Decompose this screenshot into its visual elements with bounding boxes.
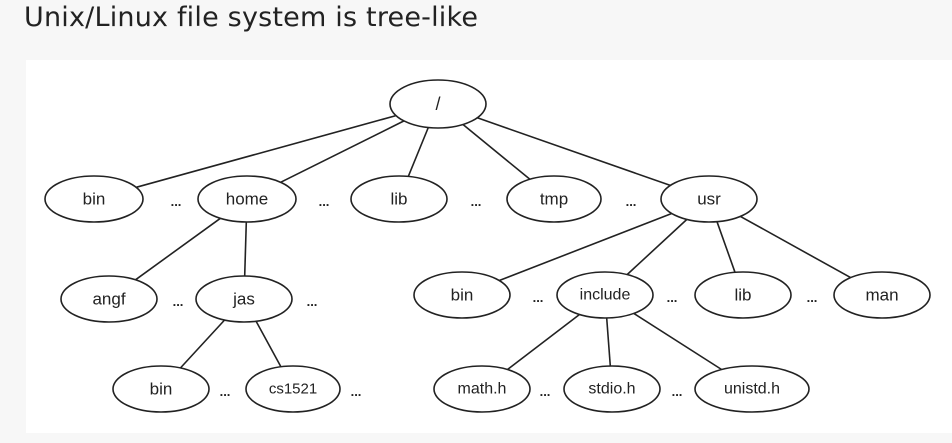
tree-node-ellipse	[506, 175, 602, 223]
tree-edge-usr-include	[626, 218, 688, 276]
tree-node-label: home	[226, 190, 269, 209]
tree-node-ellipse	[433, 365, 531, 413]
ellipsis-separator: ...	[319, 194, 330, 209]
tree-node-label: tmp	[540, 190, 568, 209]
tree-node-label: usr	[697, 190, 721, 209]
tree-node-ellipse	[413, 271, 511, 319]
tree-node-label: cs1521	[269, 381, 317, 398]
tree-edge-usr-usr_bin	[499, 212, 672, 282]
tree-node-label: bin	[451, 286, 474, 305]
tree-node-ellipse	[245, 365, 341, 413]
tree-node-label: bin	[83, 190, 106, 209]
tree-node-ellipse	[44, 175, 144, 223]
tree-node-cs1521: cs1521	[245, 365, 341, 413]
tree-node-label: bin	[150, 380, 173, 399]
ellipsis-layer: .......................................	[171, 194, 818, 399]
tree-edge-jas-cs1521	[255, 320, 282, 368]
tree-edge-root-lib	[407, 127, 430, 177]
ellipsis-separator: ...	[807, 290, 818, 305]
tree-edge-home-jas	[243, 221, 248, 277]
ellipsis-separator: ...	[171, 194, 182, 209]
tree-node-ellipse	[195, 275, 293, 323]
tree-edge-usr-usr_lib	[716, 221, 736, 273]
ellipsis-separator: ...	[220, 384, 231, 399]
tree-node-math-h: math.h	[433, 365, 531, 413]
tree-node-label: man	[865, 286, 898, 305]
tree-node-ellipse	[350, 175, 448, 223]
ellipsis-separator: ...	[533, 290, 544, 305]
tree-node-usr-lib: lib	[694, 271, 792, 319]
tree-edge-include-unistd_h	[633, 312, 723, 371]
tree-node-man: man	[833, 271, 931, 319]
tree-node-tmp: tmp	[506, 175, 602, 223]
tree-node-bin: bin	[44, 175, 144, 223]
tree-node-label: stdio.h	[588, 381, 635, 398]
tree-node-ellipse	[660, 175, 758, 223]
tree-node-ellipse	[389, 79, 487, 129]
diagram-panel: / bin home lib tmp usr angf jas bin cs1521 bin incl…	[26, 60, 952, 433]
tree-edge-jas-jas_bin	[179, 319, 226, 369]
tree-node-ellipse	[563, 365, 661, 413]
tree-node-ellipse	[556, 271, 654, 319]
tree-edge-root-tmp	[462, 123, 531, 180]
edge-layer	[135, 114, 851, 371]
ellipsis-separator: ...	[173, 294, 184, 309]
tree-node-label: angf	[92, 290, 125, 309]
tree-edge-root-home	[280, 120, 405, 184]
tree-node-label: math.h	[458, 381, 507, 398]
tree-node-ellipse	[112, 365, 210, 413]
tree-node-root: /	[389, 79, 487, 129]
tree-node-usr: usr	[660, 175, 758, 223]
tree-node-stdio-h: stdio.h	[563, 365, 661, 413]
tree-node-label: /	[435, 94, 440, 114]
tree-node-lib: lib	[350, 175, 448, 223]
tree-node-ellipse	[694, 271, 792, 319]
tree-node-label: lib	[734, 286, 751, 305]
file-system-tree-diagram: / bin home lib tmp usr angf jas bin cs1521 bin incl…	[44, 79, 931, 413]
tree-node-ellipse	[197, 175, 297, 223]
tree-node-ellipse	[60, 275, 158, 323]
ellipsis-separator: ...	[540, 384, 551, 399]
tree-node-label: lib	[390, 190, 407, 209]
tree-node-label: jas	[232, 290, 255, 309]
tree-edge-root-bin	[135, 114, 397, 189]
tree-edge-include-math_h	[507, 313, 580, 371]
ellipsis-separator: ...	[351, 384, 362, 399]
ellipsis-separator: ...	[672, 384, 683, 399]
tree-node-usr-bin: bin	[413, 271, 511, 319]
tree-edge-include-stdio_h	[605, 317, 612, 367]
tree-node-angf: angf	[60, 275, 158, 323]
node-layer: / bin home lib tmp usr angf jas bin cs1521 bin incl…	[44, 79, 931, 413]
tree-node-label: unistd.h	[724, 381, 780, 398]
tree-node-label: include	[580, 287, 631, 304]
tree-node-jas-bin: bin	[112, 365, 210, 413]
slide-title: Unix/Linux file system is tree-like	[24, 2, 479, 33]
tree-node-home: home	[197, 175, 297, 223]
ellipsis-separator: ...	[626, 194, 637, 209]
ellipsis-separator: ...	[307, 294, 318, 309]
tree-node-unistd-h: unistd.h	[694, 365, 810, 413]
tree-node-include: include	[556, 271, 654, 319]
tree-node-ellipse	[833, 271, 931, 319]
tree-edge-usr-man	[740, 215, 851, 279]
tree-node-ellipse	[694, 365, 810, 413]
ellipsis-separator: ...	[471, 194, 482, 209]
tree-edge-home-angf	[135, 217, 221, 281]
tree-edge-root-usr	[477, 117, 671, 187]
tree-node-jas: jas	[195, 275, 293, 323]
ellipsis-separator: ...	[667, 290, 678, 305]
